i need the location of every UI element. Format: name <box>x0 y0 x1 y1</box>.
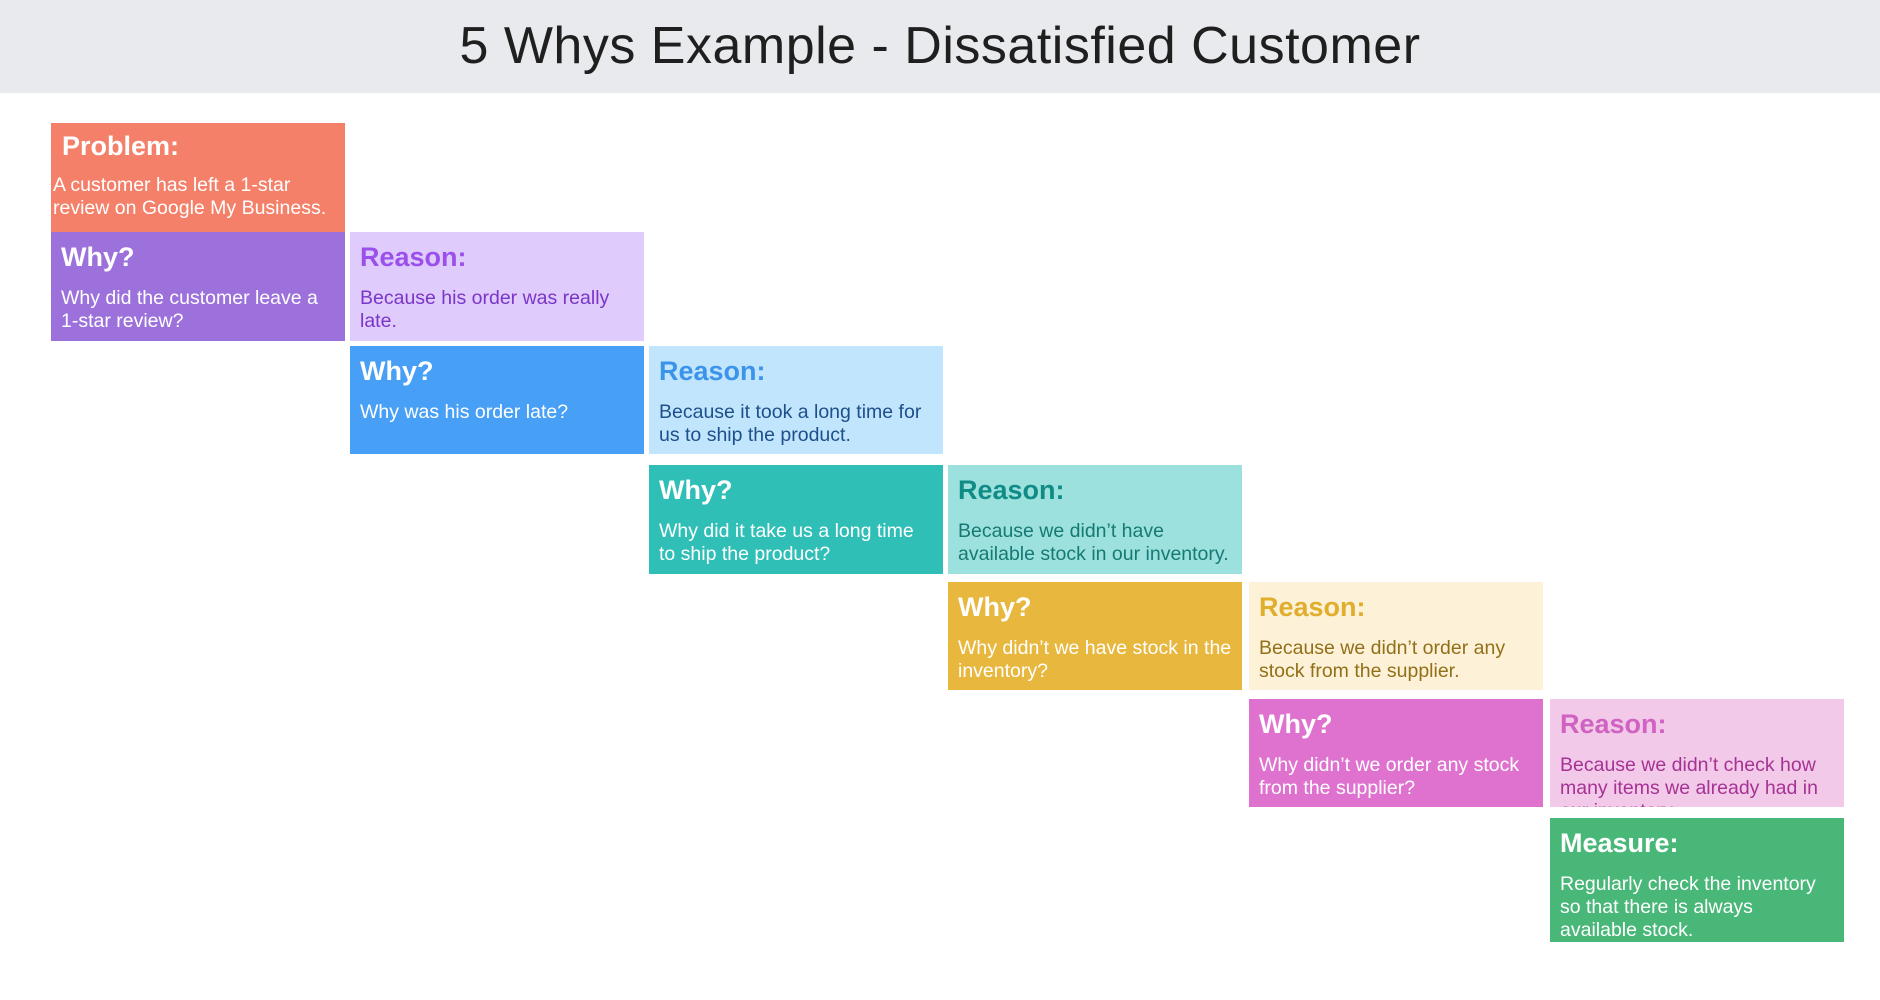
card-body: Why did it take us a long time to ship t… <box>659 520 914 565</box>
reason-card-3[interactable]: Reason: Because we didn’t have available… <box>948 465 1242 574</box>
card-heading: Why? <box>958 592 1032 622</box>
card-heading: Reason: <box>360 242 467 272</box>
why-card-4[interactable]: Why? Why didn’t we have stock in the inv… <box>948 582 1242 690</box>
card-body: Because it took a long time for us to sh… <box>659 401 922 446</box>
card-body: Because we didn’t check how many items w… <box>1560 754 1818 807</box>
card-heading: Reason: <box>958 475 1065 505</box>
problem-card[interactable]: Problem: A customer has left a 1-star re… <box>51 123 345 232</box>
reason-card-2[interactable]: Reason: Because it took a long time for … <box>649 346 943 454</box>
card-body: Why did the customer leave a 1-star revi… <box>61 287 318 332</box>
card-body: A customer has left a 1-star review on G… <box>53 174 327 219</box>
card-body: Why was his order late? <box>360 401 569 423</box>
why-card-1[interactable]: Why? Why did the customer leave a 1-star… <box>51 232 345 341</box>
header-bar: 5 Whys Example - Dissatisfied Customer <box>0 0 1880 93</box>
why-card-3[interactable]: Why? Why did it take us a long time to s… <box>649 465 943 574</box>
card-heading: Why? <box>659 475 733 505</box>
card-body: Because his order was really late. <box>360 287 610 332</box>
card-body: Why didn’t we have stock in the inventor… <box>958 637 1232 682</box>
card-body: Why didn’t we order any stock from the s… <box>1259 754 1520 799</box>
measure-card[interactable]: Measure: Regularly check the inventory s… <box>1550 818 1844 942</box>
reason-card-1[interactable]: Reason: Because his order was really lat… <box>350 232 644 341</box>
card-body: Because we didn’t order any stock from t… <box>1259 637 1506 682</box>
card-heading: Problem: <box>62 131 180 161</box>
card-heading: Why? <box>1259 709 1333 739</box>
reason-card-5[interactable]: Reason: Because we didn’t check how many… <box>1550 699 1844 807</box>
why-card-5[interactable]: Why? Why didn’t we order any stock from … <box>1249 699 1543 807</box>
card-body: Regularly check the inventory so that th… <box>1560 873 1816 941</box>
card-body: Because we didn’t have available stock i… <box>958 520 1229 565</box>
page-title: 5 Whys Example - Dissatisfied Customer <box>459 17 1421 75</box>
card-heading: Why? <box>61 242 135 272</box>
card-heading: Why? <box>360 356 434 386</box>
card-heading: Reason: <box>659 356 766 386</box>
card-heading: Measure: <box>1560 828 1679 858</box>
why-card-2[interactable]: Why? Why was his order late? <box>350 346 644 454</box>
card-heading: Reason: <box>1560 709 1667 739</box>
card-heading: Reason: <box>1259 592 1366 622</box>
reason-card-4[interactable]: Reason: Because we didn’t order any stoc… <box>1249 582 1543 690</box>
